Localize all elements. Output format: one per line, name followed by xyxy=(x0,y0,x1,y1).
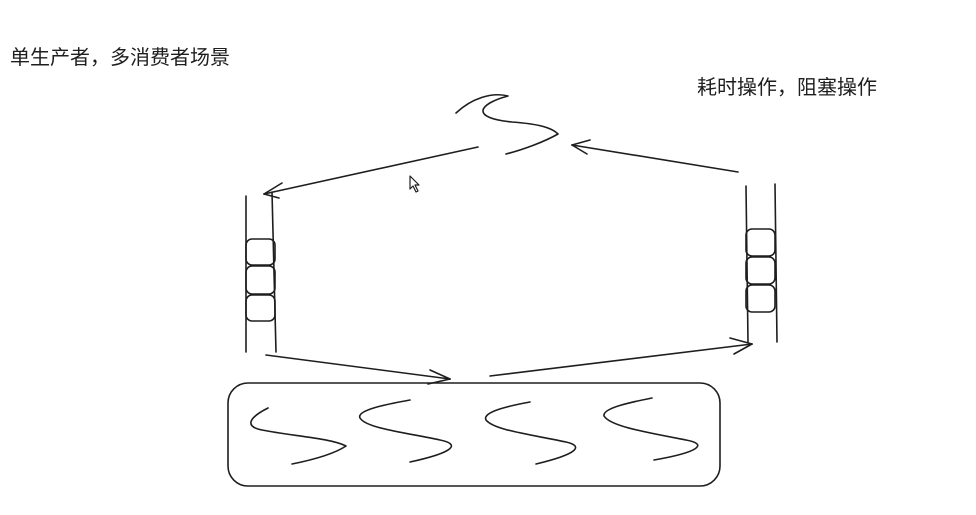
right-queue xyxy=(745,183,778,343)
left-queue-slot-2 xyxy=(245,265,276,295)
right-queue-slot-2 xyxy=(745,256,776,285)
arrow-to-consumer-pool xyxy=(265,354,451,385)
arrow-to-right-queue xyxy=(489,337,753,377)
left-queue-slot-3 xyxy=(245,294,276,322)
consumer-wave-3 xyxy=(485,401,577,465)
consumer-wave-2 xyxy=(359,399,453,463)
left-queue xyxy=(245,191,277,353)
mouse-pointer-icon xyxy=(409,175,420,193)
title-blocking-operations: 耗时操作，阻塞操作 xyxy=(697,75,877,99)
consumer-pool xyxy=(227,382,721,487)
arrow-to-left-queue xyxy=(263,146,479,199)
consumer-wave-1 xyxy=(250,407,347,465)
producer-wave xyxy=(455,94,559,155)
left-queue-slot-1 xyxy=(245,238,276,266)
arrow-to-producer xyxy=(571,139,739,173)
right-queue-slot-3 xyxy=(745,284,776,313)
consumer-wave-4 xyxy=(603,397,699,461)
right-queue-slot-1 xyxy=(745,228,776,257)
title-single-producer-multi-consumer: 单生产者，多消费者场景 xyxy=(10,45,230,69)
